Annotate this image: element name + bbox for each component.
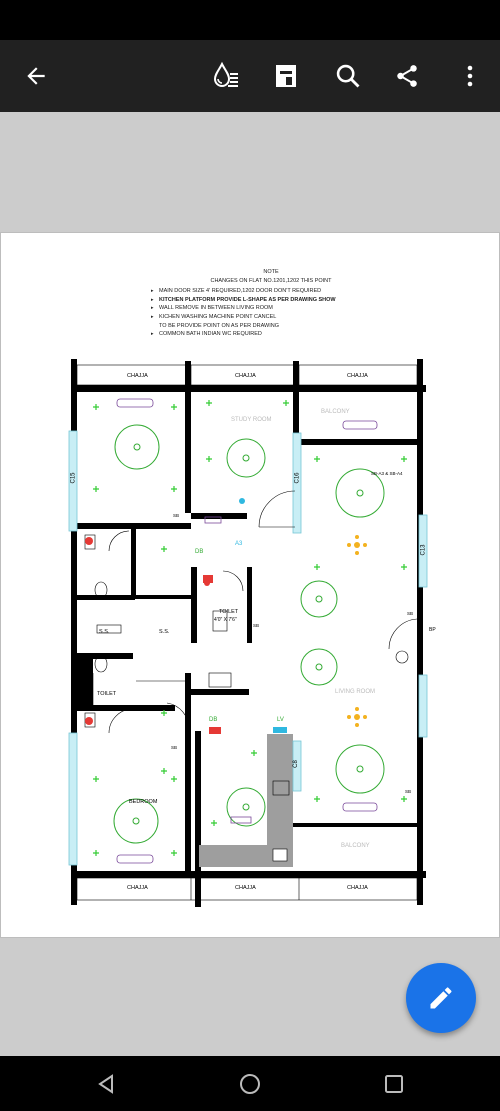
note-line-5: TO BE PROVIDE POINT ON AS PER DRAWING: [159, 322, 280, 329]
toilet-label: TOILET: [219, 609, 239, 615]
c16-label: C16: [294, 472, 301, 484]
lv-label: LV: [277, 717, 284, 723]
note-line-1: ▸MAIN DOOR SIZE 4' REQUIRED,1202 DOOR DO…: [151, 288, 322, 295]
more-vert-icon[interactable]: [448, 54, 492, 98]
arrow-back-icon[interactable]: [14, 54, 58, 98]
sb-label: SB: [253, 623, 260, 628]
bp-label: BP: [429, 627, 436, 633]
chajja-label: CHAJJA: [127, 885, 148, 891]
balcony-label: BALCONY: [341, 843, 370, 849]
chajja-label: CHAJJA: [235, 885, 256, 891]
toilet-size-label: 4'0" X 7'6": [214, 617, 237, 623]
walls: [71, 359, 426, 907]
note-line-3: ▸WALL REMOVE IN BETWEEN LIVING ROOM: [151, 305, 273, 312]
floor-plan-drawing: [68, 359, 428, 907]
chajja-label: CHAJJA: [347, 373, 368, 379]
status-bar: [0, 0, 500, 40]
chajja-label: CHAJJA: [127, 373, 148, 379]
note-line-6: ▸COMMON BATH INDIAN WC REQUIRED: [151, 331, 262, 338]
page-layout-icon[interactable]: [264, 54, 308, 98]
notes-block: NOTE CHANGES ON FLAT NO.1201,1202 THIS P…: [151, 268, 391, 339]
note-title: NOTE: [263, 269, 279, 275]
ink-drop-icon[interactable]: [204, 54, 248, 98]
toilet-label: TOILET: [97, 691, 117, 697]
bedroom-label: BEDROOM: [129, 799, 158, 805]
c8-label: C8: [292, 760, 299, 768]
search-icon[interactable]: [326, 54, 370, 98]
system-nav-bar: [0, 1056, 500, 1111]
nav-recents-icon[interactable]: [374, 1064, 414, 1104]
note-subtitle: CHANGES ON FLAT NO.1201,1202 THIS POINT: [210, 277, 332, 284]
db-label: DB: [195, 549, 204, 555]
c13-label: C13: [420, 544, 427, 556]
edit-pencil-icon[interactable]: [406, 963, 476, 1033]
a3-label: A3: [235, 541, 243, 547]
ss-label: S.S.: [159, 629, 170, 635]
ceiling-fans: [113, 424, 385, 844]
nav-back-icon[interactable]: [86, 1064, 126, 1104]
c15-label: C15: [70, 472, 77, 484]
sb-label: SB: [171, 745, 178, 750]
chajja-label: CHAJJA: [347, 885, 368, 891]
db-label: DB: [209, 717, 218, 723]
app-toolbar: [0, 40, 500, 112]
balcony-label: BALCONY: [321, 409, 350, 415]
sb-label: SB: [407, 611, 414, 616]
pdf-page[interactable]: NOTE CHANGES ON FLAT NO.1201,1202 THIS P…: [0, 232, 500, 938]
living-room-label: LIVING ROOM: [335, 689, 376, 695]
nav-home-icon[interactable]: [230, 1064, 270, 1104]
kitchen-platform: [267, 734, 293, 854]
note-line-4: ▸KICHEN WASHING MACHINE POINT CANCEL: [151, 313, 277, 320]
sb-a3-label: SB-A3 & SB-A4: [371, 471, 403, 476]
share-icon[interactable]: [385, 54, 429, 98]
sb-label: SB: [173, 513, 180, 518]
note-line-2: ▸KITCHEN PLATFORM PROVIDE L-SHAPE AS PER…: [151, 296, 336, 303]
chajja-label: CHAJJA: [235, 373, 256, 379]
ss-label: S.S.: [99, 629, 110, 635]
study-room-label: STUDY ROOM: [231, 417, 272, 423]
sb-label: SB: [405, 789, 412, 794]
